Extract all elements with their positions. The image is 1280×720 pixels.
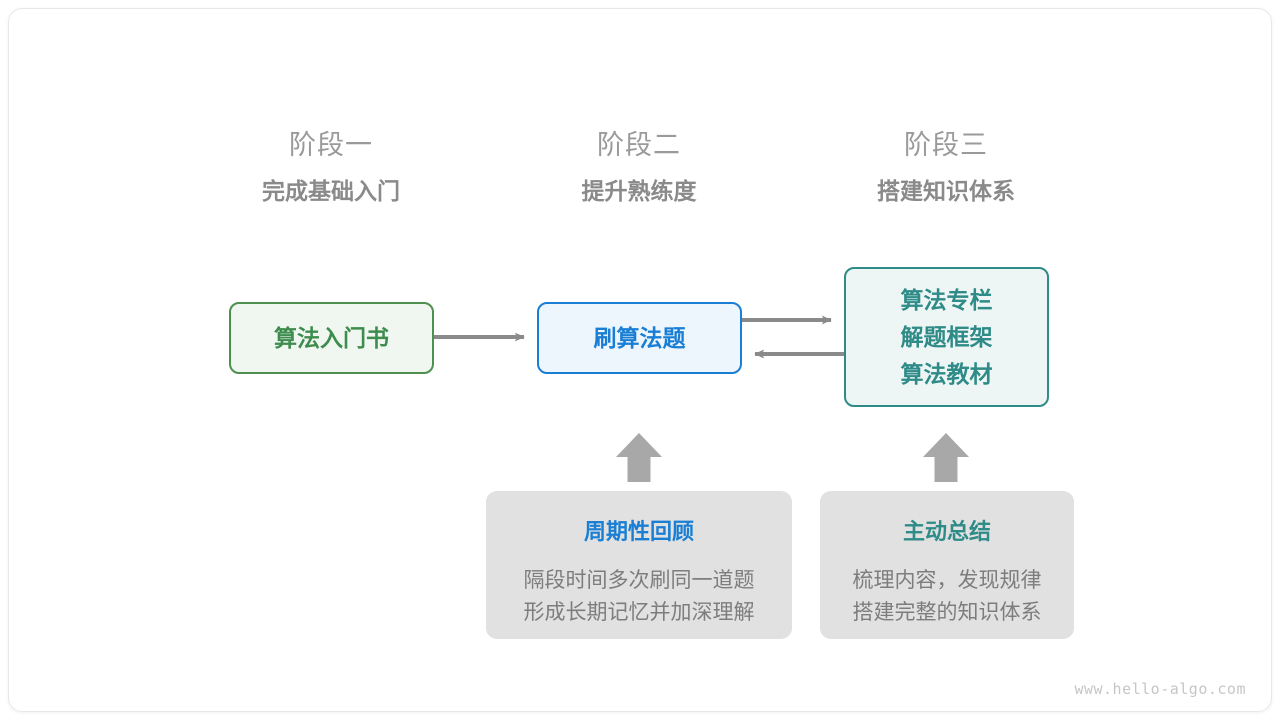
node-label-line: 算法专栏 <box>900 286 993 313</box>
stage-header-2: 阶段二 提升熟练度 <box>509 128 769 206</box>
node-label-line: 刷算法题 <box>593 324 686 351</box>
stage-number-2: 阶段二 <box>597 130 681 160</box>
stage-title-3: 搭建知识体系 <box>877 178 1015 204</box>
card-periodic-review[interactable]: 周期性回顾 隔段时间多次刷同一道题 形成长期记忆并加深理解 <box>486 491 792 639</box>
card-body: 梳理内容，发现规律 搭建完整的知识体系 <box>853 565 1042 629</box>
card-body-line: 搭建完整的知识体系 <box>852 601 1042 624</box>
card-active-summary[interactable]: 主动总结 梳理内容，发现规律 搭建完整的知识体系 <box>820 491 1074 639</box>
node-label-line: 算法入门书 <box>274 324 389 351</box>
card-body: 隔段时间多次刷同一道题 形成长期记忆并加深理解 <box>524 565 755 629</box>
stage-number-1: 阶段一 <box>289 130 373 160</box>
watermark: www.hello-algo.com <box>1074 680 1246 698</box>
node-knowledge-system[interactable]: 算法专栏 解题框架 算法教材 <box>844 267 1049 407</box>
card-body-line: 形成长期记忆并加深理解 <box>523 601 755 624</box>
node-practice-problems[interactable]: 刷算法题 <box>537 302 742 374</box>
stage-number-3: 阶段三 <box>904 130 988 160</box>
card-title: 周期性回顾 <box>583 519 694 544</box>
card-body-line: 梳理内容，发现规律 <box>852 569 1042 592</box>
stage-header-3: 阶段三 搭建知识体系 <box>816 128 1076 206</box>
card-title: 主动总结 <box>902 519 991 544</box>
node-label-line: 解题框架 <box>900 323 993 350</box>
node-label-line: 算法教材 <box>900 360 993 387</box>
stage-header-1: 阶段一 完成基础入门 <box>201 128 461 206</box>
card-body-line: 隔段时间多次刷同一道题 <box>523 569 755 592</box>
stage-title-1: 完成基础入门 <box>262 178 400 204</box>
stage-title-2: 提升熟练度 <box>581 178 697 204</box>
node-algorithm-intro-book[interactable]: 算法入门书 <box>229 302 434 374</box>
